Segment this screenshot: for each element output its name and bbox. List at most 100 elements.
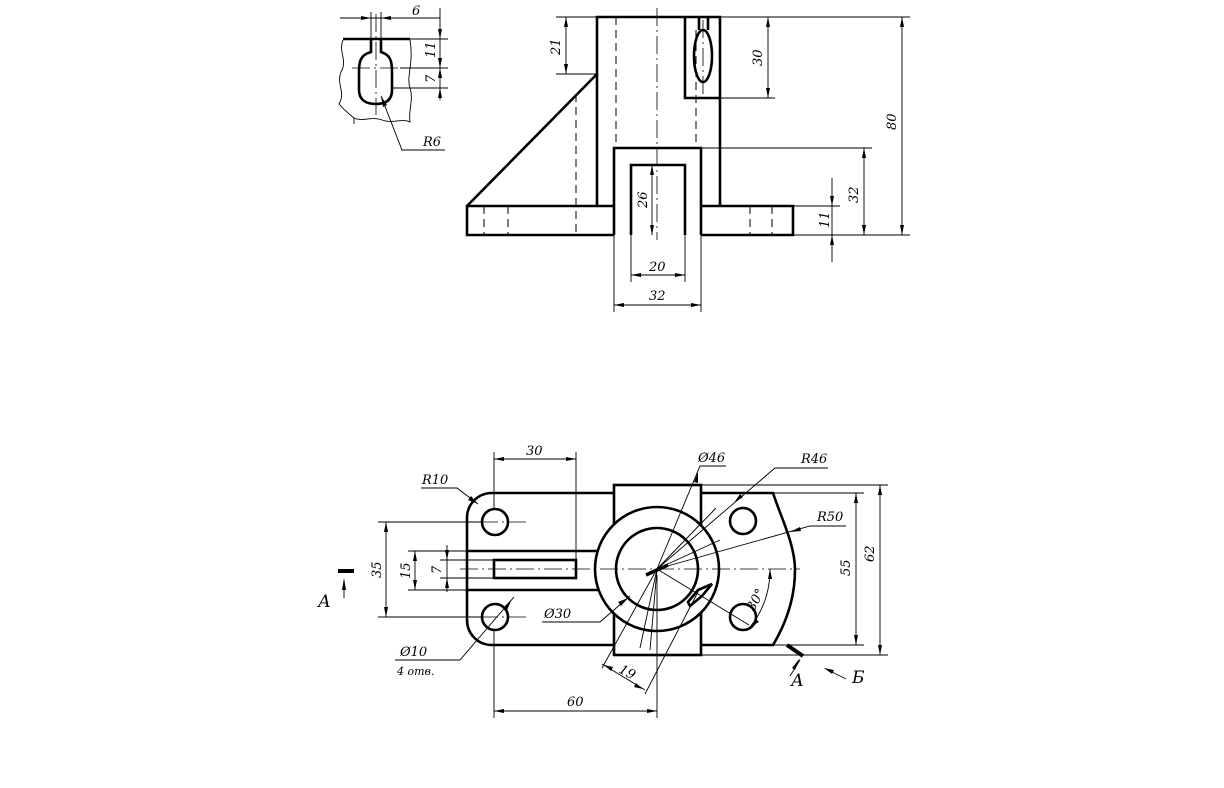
front-base-right [701, 204, 795, 237]
plan-arrow [604, 665, 613, 671]
detail-view: 6 11 7 R6 [338, 4, 448, 151]
plan-dim-7: 7 [430, 565, 445, 574]
detail-arrow [381, 96, 387, 107]
plan-view: А А Б 30 Ø46 R46 R50 R10 [317, 444, 888, 718]
section-label-a-left: А [317, 592, 331, 612]
plan-dim-19: 19 [616, 662, 638, 683]
section-mark-right [785, 643, 805, 658]
plan-arrow [566, 457, 576, 461]
view-label-b: Б [851, 668, 865, 688]
plan-arrow [494, 709, 504, 713]
front-arrow [862, 148, 866, 158]
front-view: 21 30 80 32 11 26 [465, 8, 910, 312]
plan-arrow [413, 580, 417, 590]
plan-arrow [750, 619, 759, 627]
plan-angle-line [656, 568, 750, 626]
plan-dim-r50: R50 [816, 510, 843, 525]
plan-leader [656, 465, 726, 570]
plan-construction [656, 507, 717, 570]
front-dim-30: 30 [751, 49, 766, 66]
front-dim-32h: 32 [649, 289, 666, 304]
detail-break-outline [338, 39, 412, 124]
front-arrow [862, 225, 866, 235]
front-cut-inner [629, 163, 687, 235]
plan-dim-35: 35 [370, 561, 385, 578]
front-arrow [900, 225, 904, 235]
front-body-left [595, 15, 722, 206]
plan-dim-d10: Ø10 [399, 645, 427, 660]
plan-arrow [878, 645, 882, 655]
plan-arrow [734, 494, 743, 503]
detail-dim-r6: R6 [422, 135, 441, 150]
plan-arrow [790, 527, 801, 532]
plan-arrow [413, 551, 417, 561]
front-base-left [465, 204, 614, 237]
front-arrow [900, 17, 904, 27]
plan-construction [649, 568, 658, 651]
detail-arrow [438, 88, 442, 98]
detail-arrow [381, 16, 391, 20]
front-arrow [564, 17, 568, 27]
front-arrow [564, 64, 568, 74]
plan-dim-30: 30 [526, 444, 543, 459]
plan-arrow [878, 485, 882, 495]
detail-arrow [361, 16, 371, 20]
plan-dim-angle: 30° [744, 586, 768, 613]
plan-arrow [445, 578, 449, 588]
front-arrow [631, 273, 641, 277]
plan-dim-55: 55 [839, 559, 854, 576]
plan-dim-62: 62 [863, 545, 878, 562]
front-arrow [766, 17, 770, 27]
front-dim-20: 20 [648, 260, 666, 275]
front-arrow [830, 196, 834, 206]
plan-leader [656, 525, 846, 570]
plan-hole-count: 4 отв. [396, 665, 434, 678]
front-dim-80: 80 [885, 113, 900, 130]
front-dim-21: 21 [549, 38, 564, 56]
plan-dim-d30: Ø30 [543, 607, 571, 622]
plan-leader [542, 595, 631, 623]
plan-key-slot [686, 582, 713, 609]
plan-arrow [854, 493, 858, 503]
plan-ext [644, 587, 701, 695]
section-label-a-right: А [790, 671, 804, 691]
plan-center-mark [645, 563, 669, 577]
plan-dim-r46: R46 [800, 452, 827, 467]
plan-arrow [618, 598, 628, 606]
front-dim-32v: 32 [847, 186, 862, 203]
detail-arrow [438, 68, 442, 78]
plan-arrow [854, 635, 858, 645]
plan-ext [601, 568, 658, 669]
plan-leader [421, 487, 479, 505]
detail-dim-11: 11 [424, 41, 439, 58]
plan-right-flange [701, 491, 797, 647]
plan-arrow [445, 550, 449, 560]
plan-dim-d46: Ø46 [697, 451, 725, 466]
plan-arrow [647, 709, 657, 713]
plan-arrow [824, 668, 834, 674]
plan-arrow [494, 457, 504, 461]
detail-dim-6: 6 [412, 4, 420, 19]
front-arrow [691, 303, 701, 307]
plan-arrow [384, 522, 388, 532]
plan-hole-br [728, 602, 758, 632]
plan-construction [639, 568, 658, 649]
plan-arrow [468, 496, 478, 504]
detail-arrow [438, 58, 442, 68]
plan-arrow [634, 683, 643, 689]
plan-hole-tr [728, 506, 758, 536]
plan-dim-60: 60 [567, 695, 584, 710]
front-arrow [650, 225, 654, 235]
plan-leader [656, 467, 828, 570]
front-arrow [766, 88, 770, 98]
plan-arrow [342, 578, 346, 590]
front-arrow [650, 165, 654, 175]
front-slot-box [683, 17, 720, 100]
front-slot-top [697, 17, 710, 30]
detail-arrow [438, 29, 442, 39]
front-dim-26: 26 [636, 191, 651, 209]
plan-arrow [768, 569, 772, 579]
front-arrow [614, 303, 624, 307]
front-arrow [830, 235, 834, 245]
